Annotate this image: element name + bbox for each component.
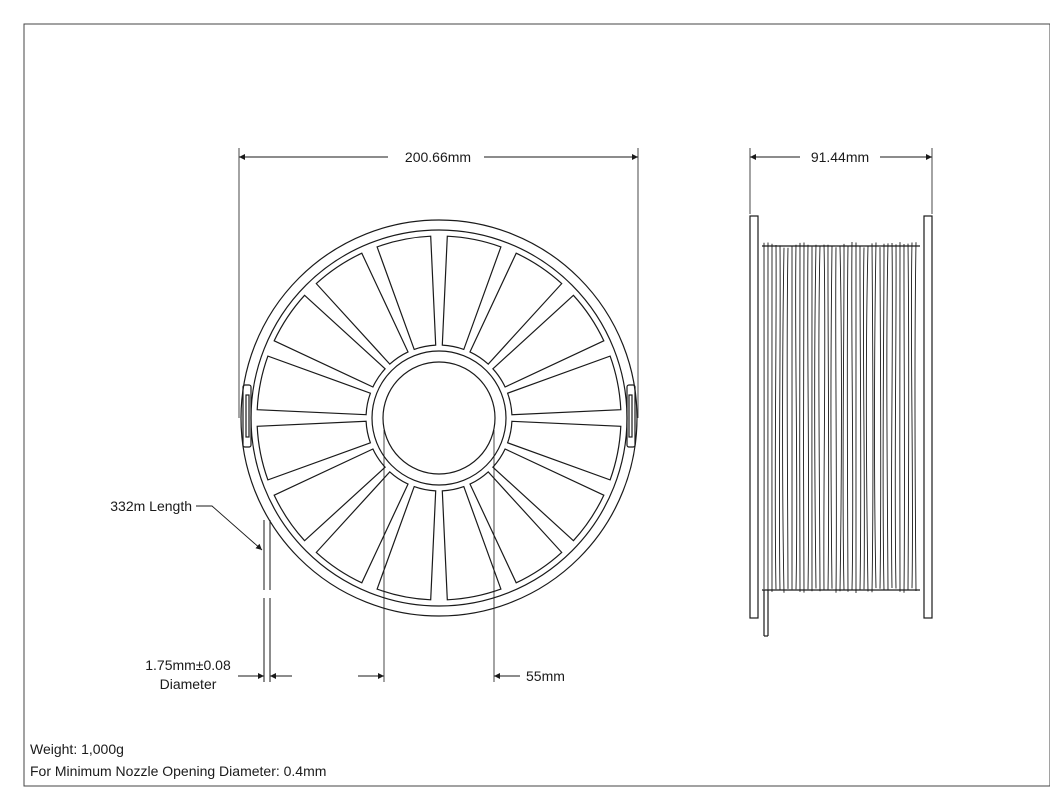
winding-strand [871,243,874,593]
winding-strand [839,246,842,592]
winding-strand [803,242,805,593]
outer-flange-rim [240,219,638,617]
spoke-window [492,448,605,542]
winding-strand [818,246,821,592]
nozzle-note: For Minimum Nozzle Opening Diameter: 0.4… [30,763,327,779]
winding-strand [890,242,893,589]
spoke-window [506,355,622,416]
winding-strand [866,246,869,592]
spoke-window [315,252,409,365]
winding-strand [835,247,837,593]
spool-side-view [749,215,933,637]
flange-spokes [256,235,622,601]
winding-strand [851,241,854,590]
winding-strand [862,247,865,590]
weight-note: Weight: 1,000g [30,741,124,757]
spoke-window [441,235,502,351]
spool-front-view [240,219,638,617]
winding-strand [823,244,826,591]
spoke-window [492,294,605,388]
winding-strand [846,246,849,592]
winding-strand [814,244,817,589]
left-clip-inner [245,394,250,438]
winding-strand [842,243,845,590]
spoke-window [273,294,386,388]
filament-diameter-value: 1.75mm±0.08 [145,657,231,673]
spoke-window [376,485,437,601]
winding-strand [807,244,810,590]
hub-bore [382,361,496,475]
filament-windings [763,241,917,594]
left-flange [749,215,759,619]
hub-diameter-label: 55mm [526,668,565,684]
winding-strand [914,242,917,592]
winding-strand [874,242,877,589]
right-clip-inner [628,394,633,438]
winding-strand [879,247,882,589]
spoke-window [469,252,563,365]
right-clip [626,384,636,448]
spoke-window [315,471,409,584]
winding-strand [830,246,833,589]
spoke-window [469,471,563,584]
filament-strand [263,520,271,682]
winding-strand [903,243,905,593]
winding-strand [894,244,897,589]
filament-diameter-caption: Diameter [160,676,217,692]
winding-strand [795,244,798,590]
winding-strand [774,244,777,590]
winding-strand [882,243,885,591]
winding-strand [886,243,889,590]
winding-strand [910,242,913,589]
spoke-window [506,420,622,481]
winding-strand [859,245,862,591]
winding-strand [827,244,830,591]
winding-strand [786,247,789,589]
right-flange [923,215,933,619]
spoke-window [273,448,386,542]
extension-lines [238,148,933,682]
spoke-window [376,235,437,351]
spoke-window [256,355,372,416]
winding-strand [782,247,785,593]
length-label: 332m Length [110,498,192,514]
left-clip [242,384,252,448]
winding-strand [907,243,910,590]
outer-diameter-label: 200.66mm [405,149,471,165]
length-leader [196,505,263,551]
inner-flange-rim [250,229,628,607]
hub-outer-ring [371,350,507,486]
width-label: 91.44mm [811,149,869,165]
spoke-window [256,420,372,481]
spoke-window [441,485,502,601]
winding-strand [778,245,781,591]
